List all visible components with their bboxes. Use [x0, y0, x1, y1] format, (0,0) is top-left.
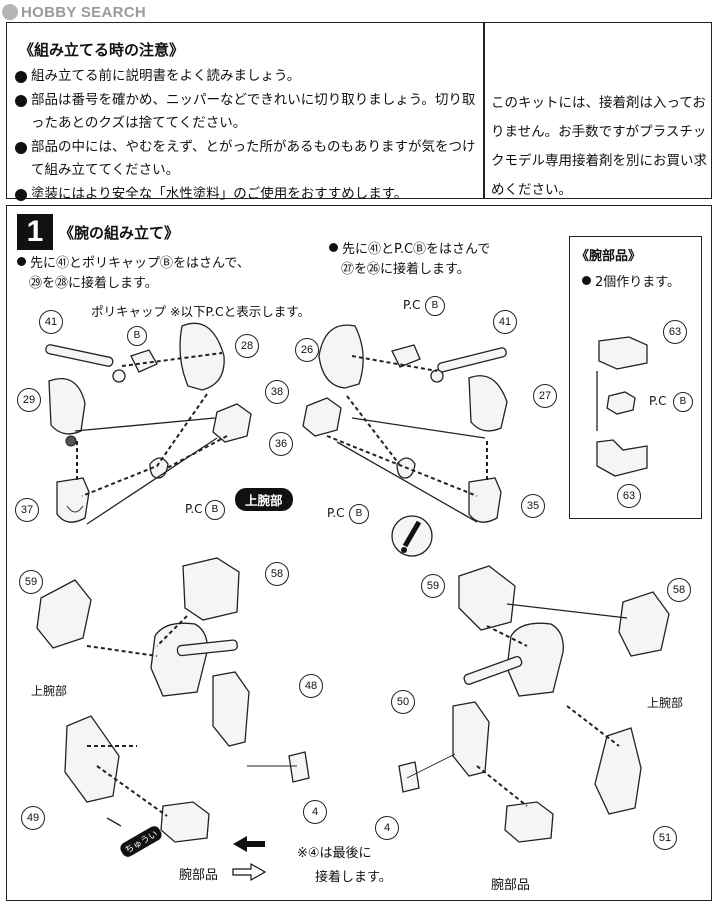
hobby-search-logo-icon [2, 4, 18, 20]
callout-part-26: 26 [295, 338, 319, 362]
callout-part-29: 29 [17, 388, 41, 412]
callout-polycap-b-top: B [425, 296, 445, 316]
instruction-right-2: ㉗を㉖に接着します。 [341, 262, 470, 277]
callout-polycap-b-sub: B [673, 392, 693, 412]
left-upper-arm-drawing [45, 322, 252, 525]
assembly-diagram [36, 322, 670, 882]
step-box: 1 《腕の組み立て》 先に㊶とポリキャップⒷをはさんで、 ㉙を㉘に接着します。 … [6, 205, 712, 901]
caution-item: 組み立てる前に説明書をよく読みましょう。 [13, 65, 479, 89]
callout-part-35: 35 [521, 494, 545, 518]
polycap-note: ポリキャップ ※以下P.Cと表示します。 [91, 304, 310, 319]
box-divider [483, 23, 485, 198]
upper-arm-badge: 上腕部 [235, 488, 293, 511]
watermark: HOBBY SEARCH [2, 2, 146, 22]
callout-part-41: 41 [39, 310, 63, 334]
pc-label-left: P.C [185, 502, 203, 516]
callout-part-4-right: 4 [375, 816, 399, 840]
upper-arm-label-left: 上腕部 [31, 684, 68, 698]
caution-title: 《組み立てる時の注意》 [19, 41, 185, 59]
filled-arrow-icon [233, 836, 265, 852]
callout-polycap-b: B [127, 326, 147, 346]
glue-note: このキットには、接着剤は入っておりません。お手数ですがプラスチックモデル専用接着… [491, 95, 707, 198]
callout-polycap-b-right: B [349, 504, 369, 524]
callout-part-37: 37 [15, 498, 39, 522]
callout-part-38: 38 [265, 380, 289, 404]
callout-part-49: 49 [21, 806, 45, 830]
callout-part-50: 50 [391, 690, 415, 714]
caution-item: 塗装にはより安全な「水性塗料」のご使用をおすすめします。 [13, 183, 479, 207]
step-number: 1 [17, 214, 53, 250]
callout-part-59-left: 59 [19, 570, 43, 594]
pc-label-right: P.C [327, 506, 345, 520]
arm-part-label-left: 腕部品 [179, 868, 219, 883]
arm-parts-title: 《腕部品》 [576, 249, 642, 264]
left-lower-assembly-drawing [36, 557, 310, 843]
right-upper-arm-drawing [302, 324, 508, 557]
callout-part-27: 27 [533, 384, 557, 408]
step-title: 《腕の組み立て》 [59, 224, 180, 242]
final-glue-note-2: 接着します。 [315, 870, 392, 885]
watermark-text: HOBBY SEARCH [21, 3, 147, 21]
right-lower-assembly-drawing [398, 565, 670, 843]
callout-part-48: 48 [299, 674, 323, 698]
instruction-left-2: ㉙を㉘に接着します。 [29, 276, 158, 291]
caution-list: 組み立てる前に説明書をよく読みましょう。 部品は番号を確かめ、ニッパーなどできれ… [13, 65, 479, 206]
callout-part-58-left: 58 [265, 562, 289, 586]
callout-part-59-right: 59 [421, 574, 445, 598]
pc-label-top: P.C [403, 298, 421, 312]
arm-part-label-right: 腕部品 [491, 878, 531, 893]
arm-parts-note: 2個作ります。 [582, 273, 680, 293]
callout-part-28: 28 [235, 334, 259, 358]
callout-part-36: 36 [269, 432, 293, 456]
callout-part-51: 51 [653, 826, 677, 850]
outline-arrow-icon [232, 862, 267, 882]
arm-parts-drawing [596, 336, 648, 477]
callout-part-58-right: 58 [667, 578, 691, 602]
instruction-left-1: 先に㊶とポリキャップⒷをはさんで、 [17, 254, 250, 274]
final-glue-note-1: ※④は最後に [297, 846, 372, 861]
instruction-right-1: 先に㊶とP.CⒷをはさんで [329, 240, 490, 260]
caution-item: 部品は番号を確かめ、ニッパーなどできれいに切り取りましょう。切り取ったあとのクズ… [13, 89, 479, 136]
pc-label-sub: P.C [649, 394, 667, 408]
callout-part-63-top: 63 [663, 320, 687, 344]
upper-arm-label-right: 上腕部 [647, 696, 684, 710]
caution-item: 部品の中には、やむをえず、とがった所があるものもありますが気をつけて組み立ててく… [13, 136, 479, 183]
callout-part-4-left: 4 [303, 800, 327, 824]
callout-polycap-b-left: B [205, 500, 225, 520]
arm-parts-box: 《腕部品》 2個作ります。 [569, 236, 702, 519]
callout-part-63-bottom: 63 [617, 484, 641, 508]
caution-box: 《組み立てる時の注意》 組み立てる前に説明書をよく読みましょう。 部品は番号を確… [6, 22, 712, 202]
callout-part-41-right: 41 [493, 310, 517, 334]
